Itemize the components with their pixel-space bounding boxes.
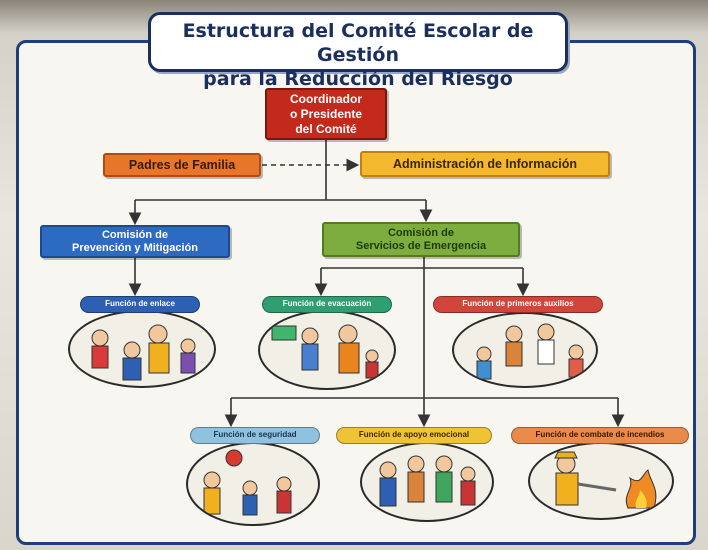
illustration-primeros-auxilios: [452, 312, 598, 388]
node-padres-de-familia: Padres de Familia: [103, 153, 261, 177]
coordinador-line-2: o Presidente: [289, 106, 363, 121]
title-line-1: Estructura del Comité Escolar de Gestión: [182, 20, 534, 66]
node-comision-prevencion: Comisión de Prevención y Mitigación: [40, 225, 230, 258]
illustration-apoyo-emocional: [360, 442, 494, 522]
people-illustration: [91, 324, 196, 381]
function-combate-incendios: Función de combate de incendios: [511, 427, 689, 444]
poster-title: Estructura del Comité Escolar de Gestión…: [148, 12, 568, 90]
prevencion-line-1: Comisión de: [101, 228, 168, 241]
node-coordinador: Coordinador o Presidente del Comité: [265, 88, 387, 140]
function-apoyo-emocional: Función de apoyo emocional: [336, 427, 492, 444]
node-administracion-informacion: Administración de Información: [360, 151, 610, 177]
title-line-2: para la Reducción del Riesgo: [203, 68, 513, 90]
people-illustration: [203, 449, 292, 516]
people-illustration: [379, 455, 476, 507]
illustration-seguridad: [186, 442, 320, 526]
padres-label: Padres de Familia: [128, 158, 236, 172]
function-enlace: Función de enlace: [80, 296, 200, 313]
people-illustration: [476, 323, 584, 380]
servicios-line-1: Comisión de: [387, 226, 454, 239]
administracion-label: Administración de Información: [392, 157, 578, 171]
node-comision-servicios: Comisión de Servicios de Emergencia: [322, 222, 520, 257]
coordinador-line-1: Coordinador: [290, 91, 362, 106]
prevencion-line-2: Prevención y Mitigación: [72, 241, 198, 254]
function-primeros-auxilios: Función de primeros auxilios: [433, 296, 603, 313]
function-seguridad: Función de seguridad: [190, 427, 320, 444]
coordinador-line-3: del Comité: [295, 121, 357, 136]
servicios-line-2: Servicios de Emergencia: [355, 239, 487, 252]
people-illustration: [271, 324, 379, 379]
function-evacuacion: Función de evacuación: [262, 296, 392, 313]
people-illustration: [554, 451, 657, 509]
illustration-combate-incendios: [528, 442, 674, 520]
illustration-enlace: [68, 310, 216, 388]
illustration-evacuacion: [258, 310, 396, 390]
